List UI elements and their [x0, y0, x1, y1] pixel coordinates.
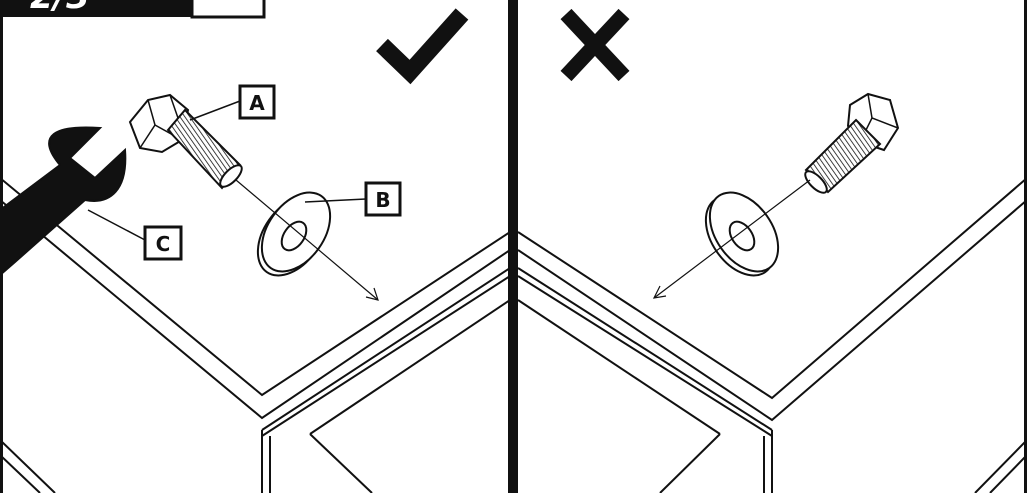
- post-inner-top-right: [517, 299, 721, 435]
- bolt-part-a-right: [804, 92, 900, 194]
- frame-leg-left-2: [0, 454, 41, 494]
- step-badge-label: 2/3: [30, 0, 90, 17]
- frame-leg-right: [974, 439, 1027, 494]
- callout-b: B: [364, 181, 402, 217]
- callout-c-leader: [87, 209, 146, 241]
- checkmark-icon: [376, 8, 469, 85]
- post-top-edge-b: [261, 275, 511, 437]
- panel-divider: [508, 0, 518, 493]
- callout-b-label: B: [375, 188, 390, 212]
- frame-outer-edge-left: [0, 177, 511, 397]
- frame-leg-left: [0, 439, 56, 494]
- post-top-edge-a: [261, 267, 511, 431]
- callout-c: C: [143, 225, 183, 261]
- callout-leaders: [87, 100, 367, 241]
- panel-incorrect: [517, 177, 1027, 494]
- post-inner-top: [309, 299, 511, 435]
- wrench-tool-c: [0, 126, 127, 277]
- assembly-arrow-right: [652, 179, 811, 299]
- post-top-edge-d: [517, 275, 773, 437]
- callout-b-leader: [304, 198, 367, 203]
- post-top-edge-c: [517, 267, 773, 431]
- callout-a: A: [238, 84, 276, 120]
- callout-a-label: A: [249, 91, 265, 115]
- callout-c-label: C: [156, 232, 171, 256]
- washer-part-b-right: [704, 191, 780, 277]
- frame-leg-right-2: [989, 454, 1027, 494]
- washer-part-b: [256, 191, 332, 277]
- post-inner-left: [309, 433, 373, 494]
- callout-a-leader: [189, 100, 241, 121]
- panel-correct: [0, 177, 511, 494]
- step-badge: 2/3: [0, 0, 266, 19]
- frame-outer-edge-right: [517, 177, 1027, 400]
- frame-rail-left: [0, 199, 511, 420]
- frame-rail-right: [517, 199, 1027, 422]
- bolt-part-a: [128, 93, 243, 190]
- x-mark-icon: [560, 8, 630, 82]
- post-inner-right: [659, 433, 721, 494]
- assembly-arrow-left: [235, 179, 379, 301]
